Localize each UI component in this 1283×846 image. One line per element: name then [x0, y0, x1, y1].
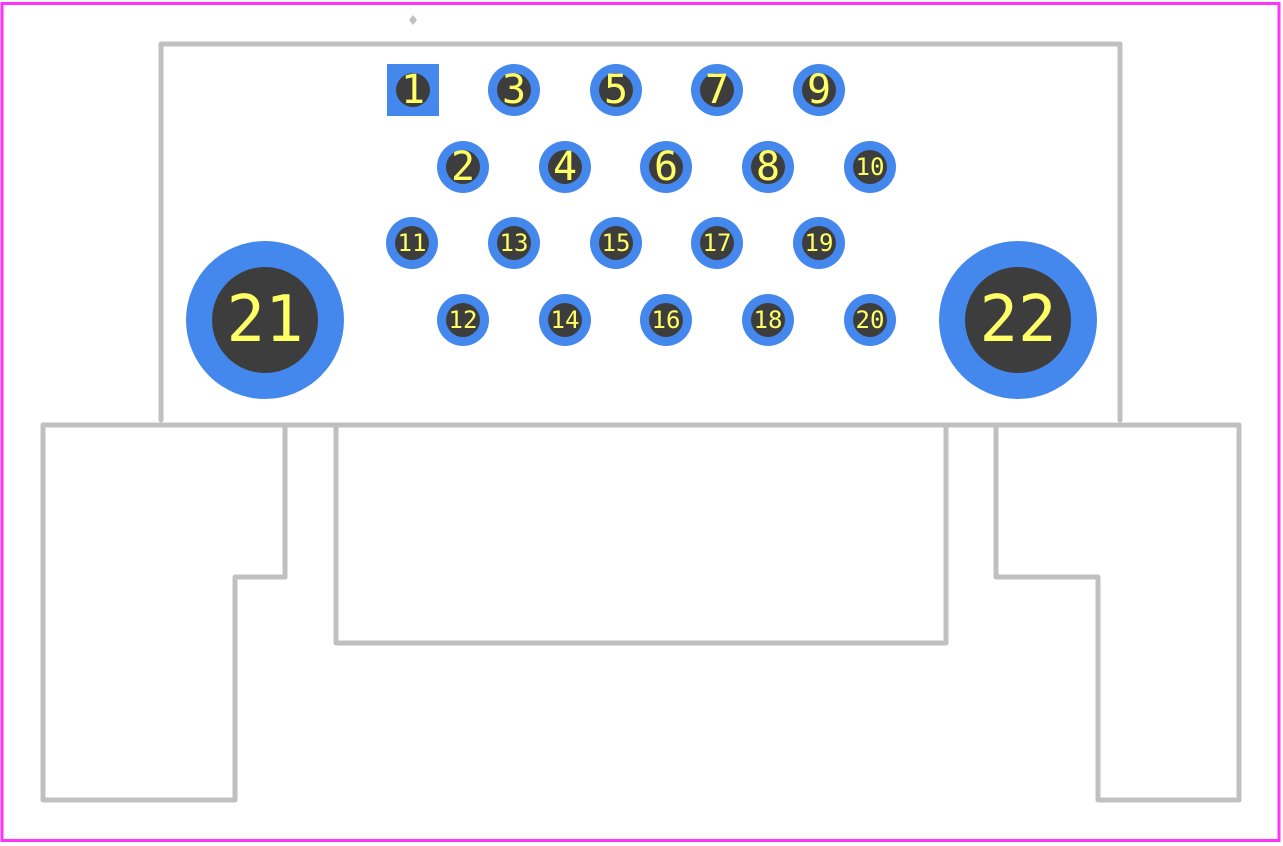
- connector-body-outline: [158, 41, 1123, 423]
- drill-hole: [446, 303, 480, 337]
- pad-14: 14: [539, 294, 591, 346]
- drill-hole: [497, 226, 531, 260]
- pad-number-label: 14: [551, 306, 580, 334]
- silkscreen-outline: [40, 41, 1242, 803]
- drill-hole: [599, 73, 633, 107]
- drill-hole: [548, 150, 582, 184]
- drill-hole: [853, 150, 887, 184]
- pad-number-label: 2: [451, 144, 475, 190]
- pad-6: 6: [640, 141, 692, 193]
- pad-number-label: 8: [756, 144, 780, 190]
- drill-hole: [965, 267, 1071, 373]
- drill-hole: [599, 226, 633, 260]
- pad-2: 2: [437, 141, 489, 193]
- drill-hole: [548, 303, 582, 337]
- pad-number-label: 11: [398, 229, 427, 257]
- drill-hole: [395, 226, 429, 260]
- drill-hole: [802, 226, 836, 260]
- drill-hole: [649, 150, 683, 184]
- pad-1: 1: [387, 64, 439, 116]
- pad-13: 13: [488, 217, 540, 269]
- pad-22: 22: [939, 241, 1097, 399]
- pad-9: 9: [793, 64, 845, 116]
- pin1-indicator-mark: [409, 15, 417, 25]
- pad-number-label: 3: [502, 67, 526, 113]
- right-bracket-outline: [993, 422, 1242, 803]
- pad-number-label: 15: [602, 229, 631, 257]
- left-bracket-outline: [40, 422, 288, 803]
- pad-number-label: 6: [654, 144, 678, 190]
- pad-number-label: 1: [401, 67, 425, 113]
- pad-8: 8: [742, 141, 794, 193]
- pad-7: 7: [691, 64, 743, 116]
- drill-hole: [446, 150, 480, 184]
- drill-hole: [700, 226, 734, 260]
- pad-21: 21: [186, 241, 344, 399]
- drill-hole: [853, 303, 887, 337]
- pad-5: 5: [590, 64, 642, 116]
- drill-hole: [751, 303, 785, 337]
- pad-20: 20: [844, 294, 896, 346]
- drill-hole: [212, 267, 318, 373]
- pad-number-label: 22: [979, 283, 1056, 357]
- pad-number-label: 4: [553, 144, 577, 190]
- pad-19: 19: [793, 217, 845, 269]
- pad-number-label: 19: [805, 229, 834, 257]
- pad-4: 4: [539, 141, 591, 193]
- pad-18: 18: [742, 294, 794, 346]
- drill-hole: [700, 73, 734, 107]
- pad-number-label: 21: [226, 283, 303, 357]
- pad-number-label: 18: [754, 306, 783, 334]
- drill-hole: [802, 73, 836, 107]
- pad-number-label: 7: [705, 67, 729, 113]
- pad-number-label: 12: [449, 306, 478, 334]
- drill-hole: [396, 73, 430, 107]
- pad-number-label: 16: [652, 306, 681, 334]
- pad-10: 10: [844, 141, 896, 193]
- pad-12: 12: [437, 294, 489, 346]
- pad-17: 17: [691, 217, 743, 269]
- pad-11: 11: [386, 217, 438, 269]
- pad-number-label: 10: [856, 153, 885, 181]
- pad-number-label: 9: [807, 67, 831, 113]
- pad-3: 3: [488, 64, 540, 116]
- pad-15: 15: [590, 217, 642, 269]
- pad-number-label: 13: [500, 229, 529, 257]
- center-shroud-outline: [333, 422, 949, 646]
- drill-hole: [497, 73, 531, 107]
- drill-hole: [751, 150, 785, 184]
- pad-number-label: 20: [856, 306, 885, 334]
- drill-hole: [649, 303, 683, 337]
- pad-number-label: 17: [703, 229, 732, 257]
- pad-16: 16: [640, 294, 692, 346]
- pad-number-label: 5: [604, 67, 628, 113]
